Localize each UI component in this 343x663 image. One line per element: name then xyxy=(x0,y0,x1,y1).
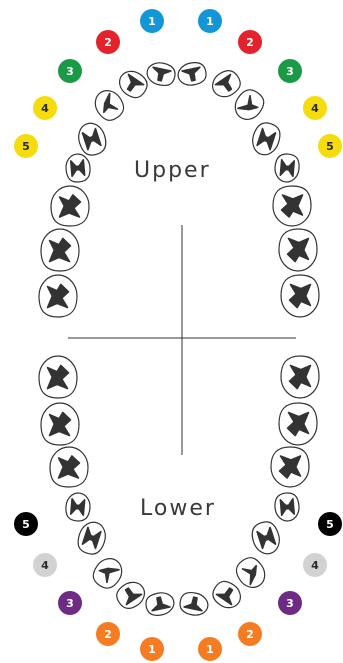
upper-tooth-3 xyxy=(115,66,152,102)
lower-tooth-10 xyxy=(249,519,284,557)
upper-badge-2-right: 2 xyxy=(238,30,262,54)
lower-badge-5-left: 5 xyxy=(14,512,38,536)
lower-tooth-3 xyxy=(41,403,79,445)
upper-badge-3-left: 3 xyxy=(58,59,82,83)
lower-tooth-1 xyxy=(39,356,77,398)
lower-badge-3-right: 3 xyxy=(278,591,302,615)
lower-tooth-2 xyxy=(281,356,319,398)
teeth-group xyxy=(39,60,319,617)
upper-tooth-8 xyxy=(249,120,284,158)
upper-badge-5-left: 5 xyxy=(14,134,38,158)
lower-tooth-16 xyxy=(178,590,210,617)
lower-badge-1-left: 1 xyxy=(140,637,164,661)
lower-tooth-9 xyxy=(75,519,110,557)
lower-tooth-12 xyxy=(232,553,271,592)
upper-badge-2-left: 2 xyxy=(96,30,120,54)
upper-tooth-1 xyxy=(145,60,177,87)
lower-tooth-14 xyxy=(209,577,246,613)
lower-tooth-15 xyxy=(144,590,176,617)
lower-badge-1-right: 1 xyxy=(198,637,222,661)
upper-badge-4-left: 4 xyxy=(33,96,57,120)
upper-badge-1-right: 1 xyxy=(198,9,222,33)
upper-badge-1-left: 1 xyxy=(140,9,164,33)
upper-arch-label: Upper xyxy=(134,158,211,183)
upper-badge-3-right: 3 xyxy=(278,59,302,83)
lower-badge-2-right: 2 xyxy=(238,622,262,646)
lower-badge-2-left: 2 xyxy=(96,622,120,646)
upper-tooth-15 xyxy=(39,275,77,317)
upper-tooth-16 xyxy=(281,275,319,317)
lower-tooth-6 xyxy=(271,447,309,487)
lower-tooth-8 xyxy=(274,492,300,522)
upper-tooth-2 xyxy=(176,60,208,87)
lower-arch-label: Lower xyxy=(140,496,216,521)
lower-badge-4-right: 4 xyxy=(303,553,327,577)
upper-tooth-9 xyxy=(65,153,91,183)
lower-tooth-5 xyxy=(50,447,88,487)
lower-badge-3-left: 3 xyxy=(58,591,82,615)
upper-tooth-14 xyxy=(279,229,317,271)
upper-badge-4-right: 4 xyxy=(303,96,327,120)
lower-badge-4-left: 4 xyxy=(33,553,57,577)
upper-badge-5-right: 5 xyxy=(318,134,342,158)
lower-tooth-7 xyxy=(65,492,91,522)
upper-tooth-7 xyxy=(75,120,110,158)
upper-tooth-10 xyxy=(274,153,300,183)
upper-tooth-13 xyxy=(41,229,79,271)
upper-tooth-12 xyxy=(273,186,311,226)
lower-tooth-13 xyxy=(113,577,150,613)
lower-badge-5-right: 5 xyxy=(318,512,342,536)
lower-tooth-4 xyxy=(279,403,317,445)
upper-tooth-11 xyxy=(51,186,89,226)
